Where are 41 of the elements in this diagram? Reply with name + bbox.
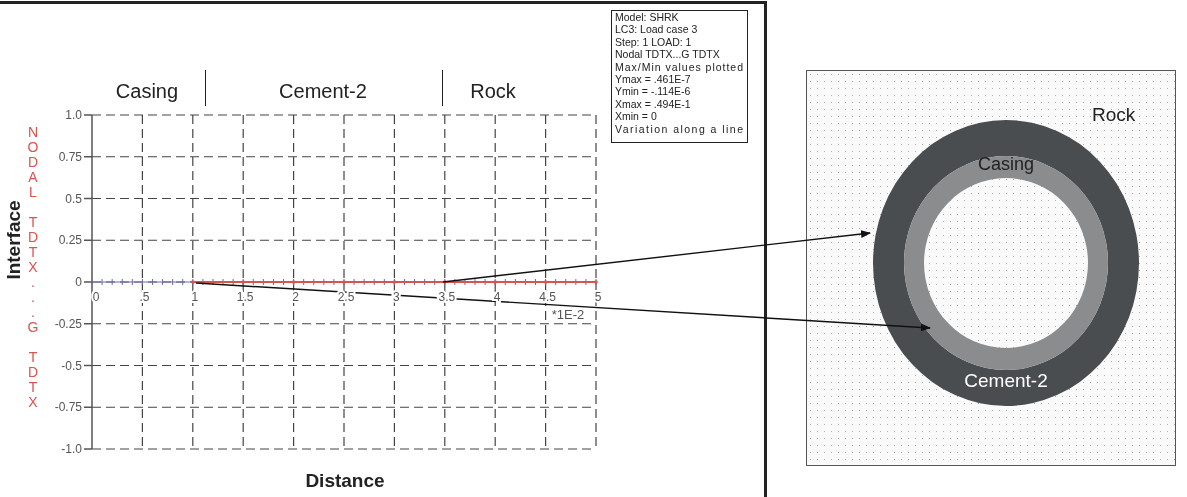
tick-label: 2.5 [337,290,355,304]
zone-label: Rock [470,80,516,102]
info-text: Step: 1 LOAD: 1 [615,35,692,48]
info-text: LC3: Load case 3 [615,23,698,36]
info-text: Xmax = .494E-1 [615,97,691,110]
info-text: Nodal TDTX...G TDTX [615,48,720,61]
region-label: Casing [977,154,1035,175]
zone-label: Cement-2 [279,80,367,102]
tick-label: -0.75 [54,400,82,415]
arrow [442,230,871,283]
info-text: Ymin = -.114E-6 [615,85,691,98]
series-label: NODAL TDTX...G TDTX [26,124,40,409]
tick-label: 1.5 [236,290,254,304]
info-text: Xmin = 0 [615,110,657,123]
rock-region [806,70,1176,466]
tick-label: .5 [139,290,150,304]
region-label: Rock [1092,104,1136,126]
info-text: Max/Min values plotted [615,60,743,73]
axis-title: Distance [305,470,385,491]
tick-label: 0.25 [58,233,82,248]
tick-label: 0 [75,275,82,289]
tick-label: 5 [594,290,602,304]
tick-label: -1.0 [61,442,82,456]
info-text: Variation along a line [615,122,743,135]
arrow [195,282,931,332]
tick-label: 0.5 [65,191,82,206]
tick-label: 0.75 [58,149,82,164]
info-text: Ymax = .461E-7 [615,73,691,85]
tick-label: 4 [493,290,501,304]
axis-title: Interface [3,200,24,280]
info-text: Model: SHRK [615,11,679,23]
tick-label: 0 [92,290,100,304]
tick-label: -0.5 [61,358,82,373]
region-label: Cement-2 [963,370,1049,392]
tick-label: 4.5 [539,290,556,304]
tick-label: -0.25 [54,316,82,331]
tick-label: 2 [292,290,299,304]
tick-label: 1 [191,290,199,304]
zone-label: Casing [115,80,179,102]
tick-label: 1.0 [65,108,82,122]
axis-multiplier: *1E-2 [551,307,585,322]
